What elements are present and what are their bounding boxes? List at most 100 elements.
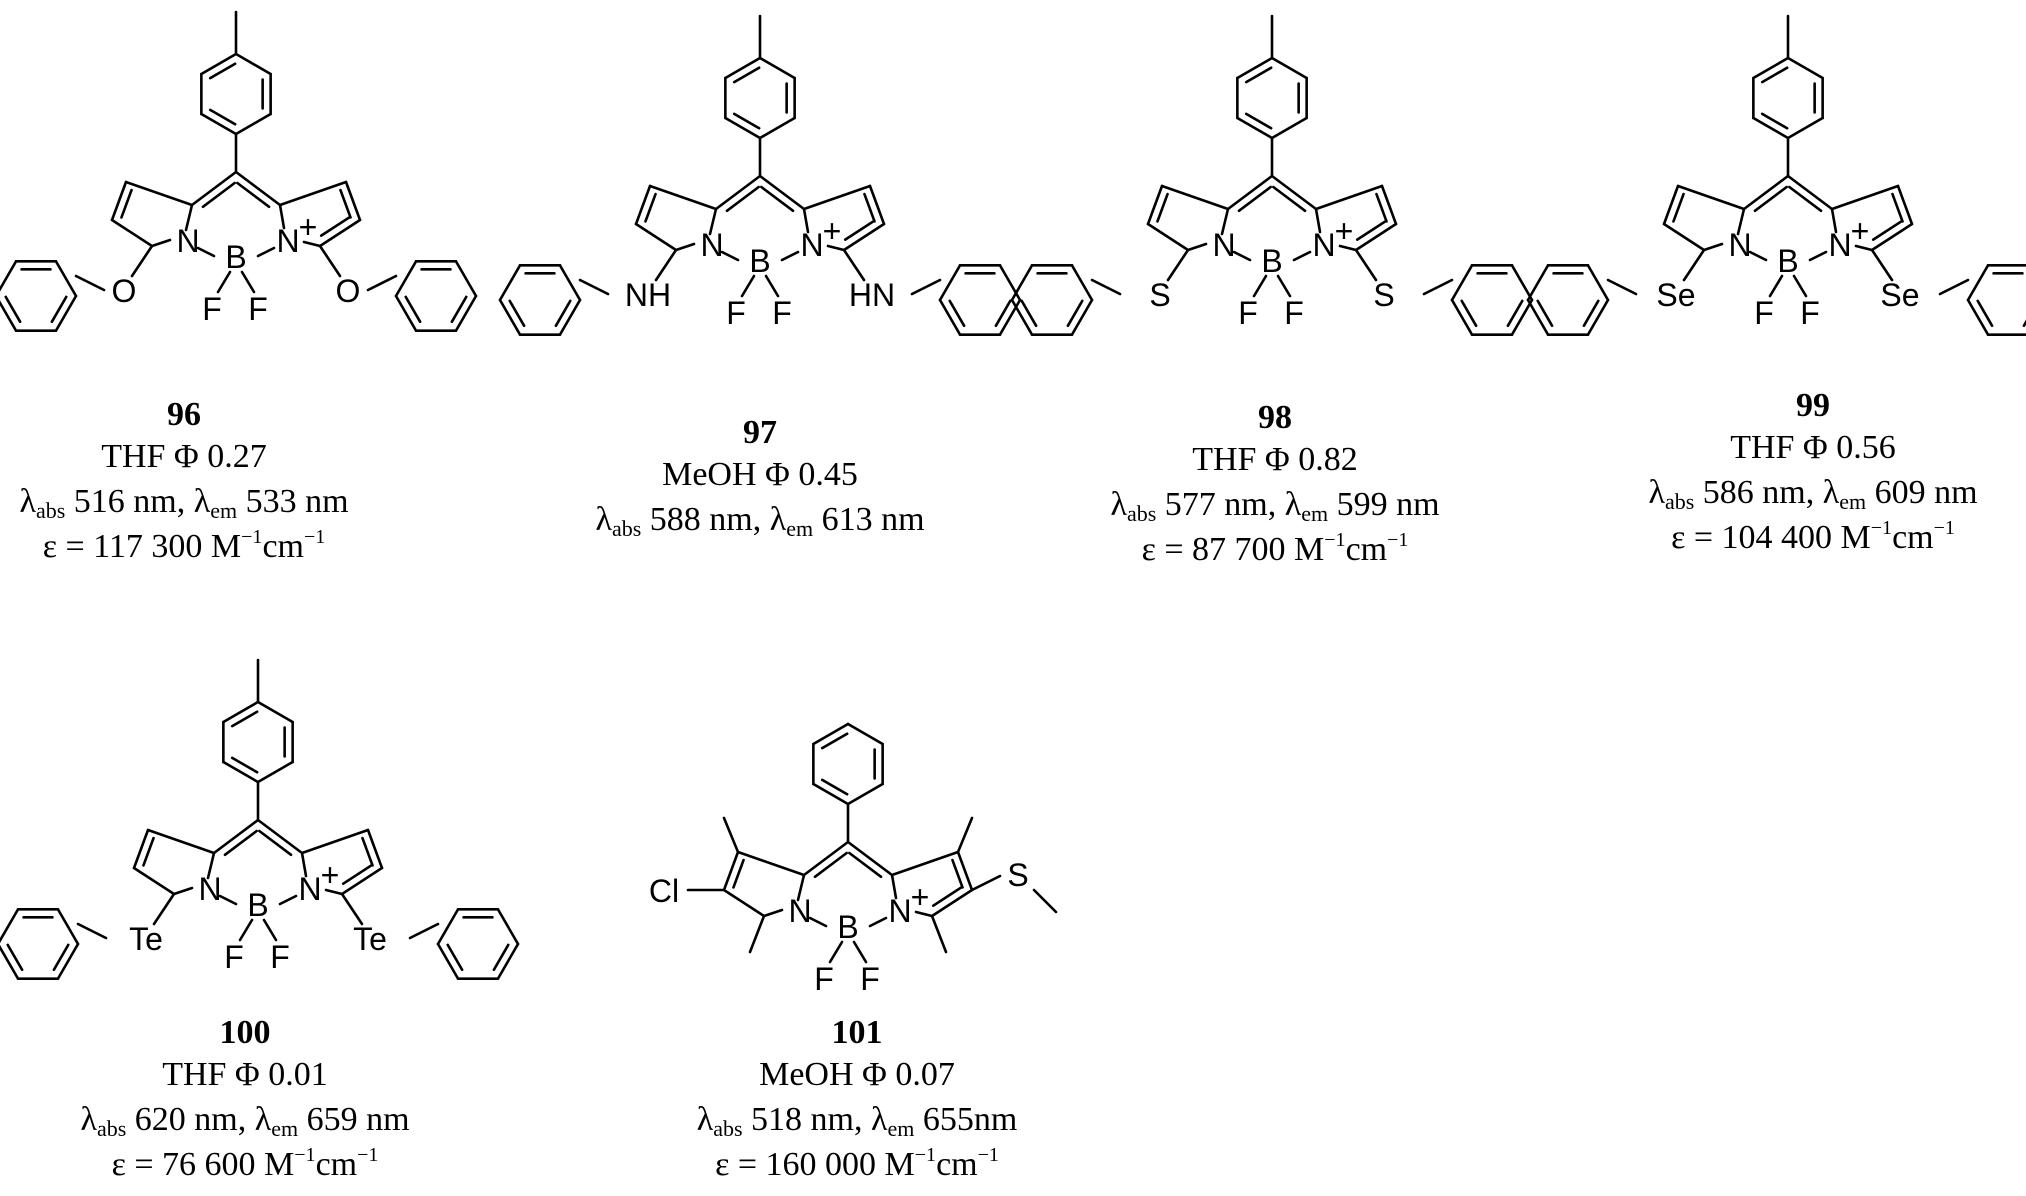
phenyl-ring-left [0,260,78,332]
bond-line [1166,248,1190,282]
ring-bond [436,942,460,980]
ring-bond [234,112,272,136]
text-lambda: λ [1110,486,1127,523]
double-bond-line [1156,192,1169,223]
phenyl-ring [812,722,884,806]
bond-line [184,203,194,232]
bond-line [300,851,308,878]
atom-fluorine-right: F [1800,295,1820,331]
atom-nitrogen-right: N [888,893,911,929]
atom-fluorine-left: F [202,291,222,327]
bond-line [890,873,898,900]
bond-line [196,246,216,258]
bond-line [152,892,176,926]
methyl-bond [1032,888,1058,914]
bond-line [212,818,260,855]
ring-bond [1526,298,1550,336]
bond-line [190,170,238,207]
ring-bond [1510,298,1534,336]
ring-bond [1450,264,1474,302]
bond-line [1606,278,1638,296]
amine-label-right: HN [849,277,895,313]
bond-line [1792,274,1808,298]
space [1328,486,1337,523]
ring-bond [0,300,18,332]
double-bond-line [142,836,155,867]
bond-line [1748,250,1768,262]
bond-line [828,940,844,964]
methyl-bond [722,816,740,854]
ring-double-bond [1760,66,1789,84]
bond-line [762,908,784,918]
text-em_wavelength: 655nm [923,1101,1017,1138]
bond-line [110,180,128,222]
extinction-coefficient-line: ε = 117 300 M−1cm−1 [43,526,326,565]
superscript-minus-one: −1 [241,526,262,548]
text-lambda: λ [1823,474,1840,511]
superscript-minus-one: −1 [357,1144,378,1166]
bond-line [634,184,652,226]
space [743,1101,752,1138]
text-lambda: λ [1285,486,1302,523]
extinction-coefficient-line: ε = 76 600 M−1cm−1 [112,1144,379,1183]
tolyl-ring [1752,56,1824,140]
bond-line [1682,248,1706,282]
bond-line [1160,184,1230,211]
ring-bond [558,264,582,302]
ring-bond [498,264,522,302]
bond-line [1742,174,1790,211]
bond-line [344,180,362,222]
ring-bond [436,908,460,946]
bond-line [930,888,974,918]
ring-bond [812,782,850,806]
space [914,1101,923,1138]
chlorine-label: Cl [649,873,679,909]
text-lambda: λ [19,483,36,520]
ring-bond [758,116,796,140]
atom-nitrogen-left: N [788,893,811,929]
subscript-abs: abs [1665,489,1694,514]
bond-line [868,916,888,928]
atom-boron: B [837,909,858,945]
ring-double-bond [1976,299,1994,328]
bond-line [1830,184,1900,211]
subscript-abs: abs [36,498,65,523]
bond-line [802,207,810,234]
ring-double-bond [4,295,22,324]
bond-line [654,248,678,282]
bond-line [366,274,398,292]
bond-line [1896,184,1914,226]
text-lambda: λ [1648,474,1665,511]
bond-line [1854,244,1874,252]
bond-line [1314,184,1384,211]
phenyl-ring-right [1966,264,2026,336]
space [65,483,74,520]
ring-bond [256,700,294,724]
double-bond-line [1871,219,1904,241]
ring-double-bond [450,295,468,324]
ring-double-bond [1536,299,1554,328]
atom-fluorine-left: F [224,939,244,975]
bond-line [722,850,740,892]
bond-line [1186,242,1208,252]
compound-number: 96 [167,396,201,433]
bond-line [216,270,232,294]
bond-line [842,248,866,282]
bond-line [808,916,828,928]
ring-bond [454,260,478,298]
quantum-yield-line: THF Φ 0.27 [101,438,267,475]
atom-fluorine-right: F [1284,295,1304,331]
double-bond-line [1788,185,1823,213]
double-bond-line [223,829,258,857]
bond-line [146,828,216,855]
bond-line [256,246,276,258]
superscript-minus-one: −1 [294,1144,315,1166]
phenyl-ring-right [436,908,520,980]
bond-line [796,873,806,902]
atom-boron: B [1261,243,1282,279]
ring-bond [256,760,294,784]
atom-boron: B [247,887,268,923]
bond-line [846,840,894,877]
ring-bond [1236,116,1274,140]
